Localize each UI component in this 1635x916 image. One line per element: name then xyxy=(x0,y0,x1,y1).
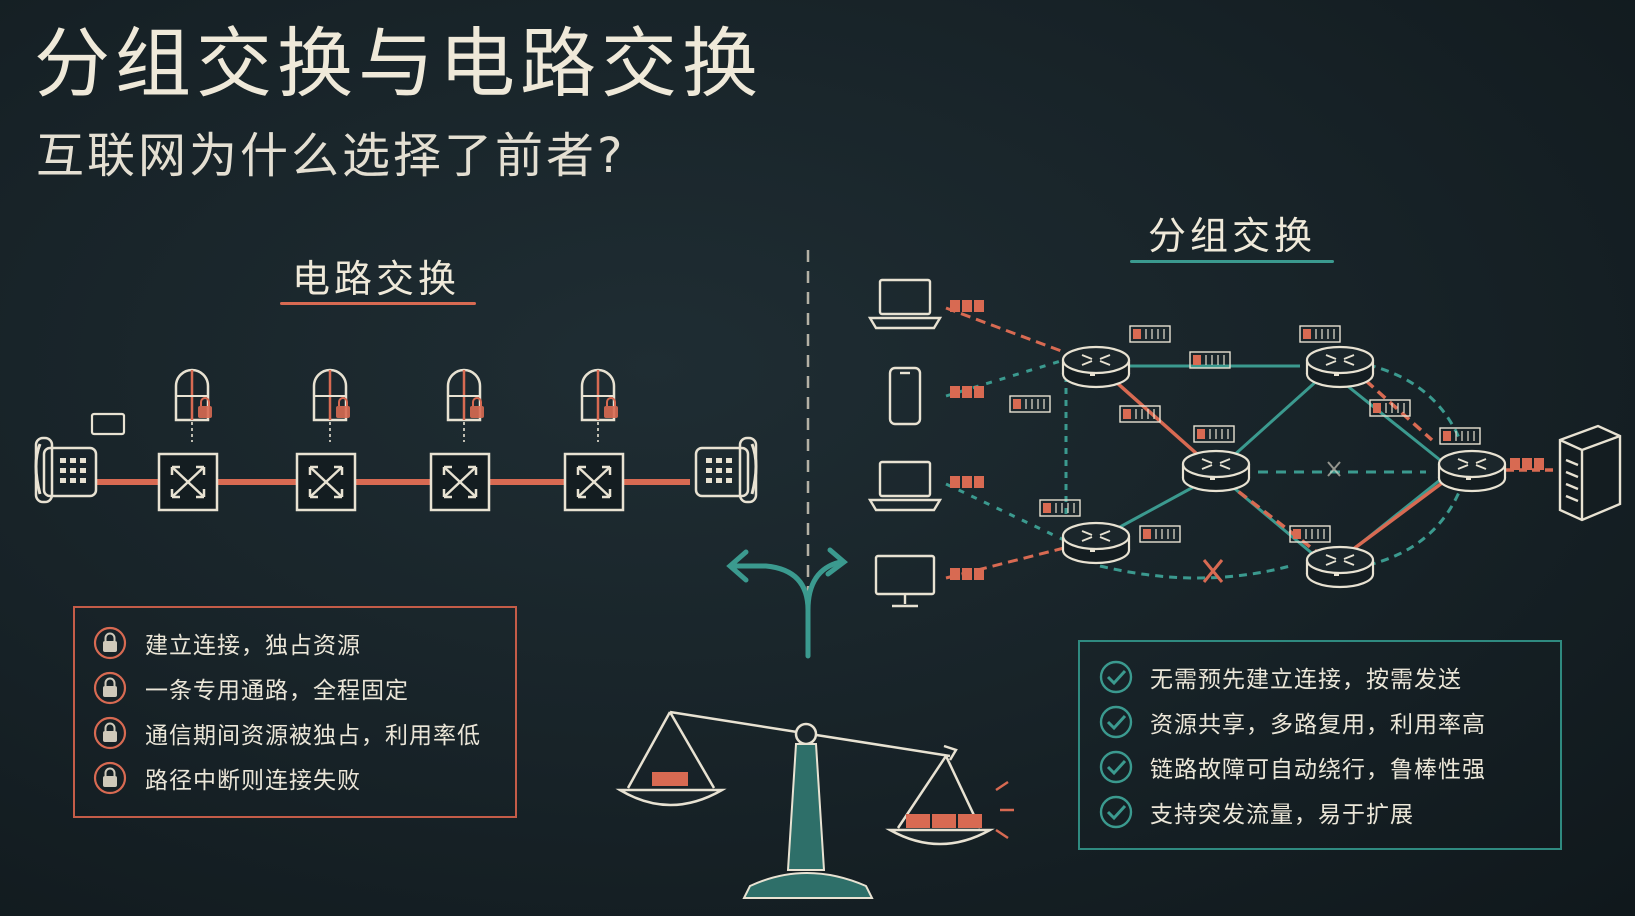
cross-mark-icon xyxy=(1327,461,1341,477)
check-circle-icon xyxy=(1099,705,1133,738)
balance-scale-icon xyxy=(615,710,1014,899)
circuit-switching-title: 电路交换 xyxy=(292,257,461,301)
circuit-title-underline xyxy=(280,302,476,305)
packet-diagram xyxy=(867,278,1622,608)
check-circle-icon xyxy=(1099,660,1133,693)
router-icon xyxy=(1181,449,1251,493)
packet-switching-title: 分组交换 xyxy=(1148,214,1317,258)
packet-queue xyxy=(1193,425,1235,443)
crossbar-switch-icon xyxy=(295,452,357,512)
packet-queue xyxy=(1009,395,1051,413)
packet-queue xyxy=(1299,325,1341,343)
locked-gate-icon xyxy=(446,368,486,444)
laptop-icon xyxy=(867,460,943,512)
router-icon xyxy=(1061,345,1131,389)
lock-icon xyxy=(93,716,127,749)
packet-point-text: 链路故障可自动绕行，鲁棒性强 xyxy=(1150,756,1486,783)
subtitle: 互联网为什么选择了前者? xyxy=(36,128,626,184)
cross-mark-icon xyxy=(1202,559,1224,583)
locked-gate-icon xyxy=(312,368,352,444)
circuit-point-text: 通信期间资源被独占，利用率低 xyxy=(145,722,481,749)
telephone-icon xyxy=(34,412,126,504)
router-icon xyxy=(1305,345,1375,389)
packet-group xyxy=(950,300,984,312)
router-icon xyxy=(1305,545,1375,589)
smartphone-icon xyxy=(888,366,922,426)
crossbar-switch-icon xyxy=(157,452,219,512)
list-item: 建立连接，独占资源 xyxy=(93,620,497,665)
packet-switching-panel: 无需预先建立连接，按需发送 资源共享，多路复用，利用率高 链路故障可自动绕行，鲁… xyxy=(1078,640,1562,850)
check-circle-icon xyxy=(1099,750,1133,783)
circuit-point-text: 一条专用通路，全程固定 xyxy=(145,677,409,704)
laptop-icon xyxy=(867,278,943,330)
list-item: 链路故障可自动绕行，鲁棒性强 xyxy=(1098,744,1542,789)
server-icon xyxy=(1558,424,1622,522)
circuit-switching-panel: 建立连接，独占资源 一条专用通路，全程固定 通信期间资源被独占，利用率低 路径中… xyxy=(73,606,517,818)
device-links xyxy=(945,306,1065,580)
locked-gate-icon xyxy=(580,368,620,444)
main-title: 分组交换与电路交换 xyxy=(34,19,763,108)
list-item: 支持突发流量，易于扩展 xyxy=(1098,789,1542,834)
packet-queue xyxy=(1439,427,1481,445)
packet-queue xyxy=(1119,405,1161,423)
list-item: 路径中断则连接失败 xyxy=(93,755,497,800)
packet-group xyxy=(950,568,984,580)
packet-group xyxy=(950,386,984,398)
packet-queue xyxy=(1129,325,1171,343)
list-item: 资源共享，多路复用，利用率高 xyxy=(1098,699,1542,744)
circuit-point-text: 路径中断则连接失败 xyxy=(145,767,361,794)
locked-gate-icon xyxy=(174,368,214,444)
circuit-diagram xyxy=(34,368,758,512)
router-icon xyxy=(1437,449,1507,493)
monitor-icon xyxy=(874,554,936,608)
router-icon xyxy=(1061,521,1131,565)
packet-queue xyxy=(1139,525,1181,543)
fork-arrow-icon xyxy=(726,547,848,659)
crossbar-switch-icon xyxy=(563,452,625,512)
circuit-point-text: 建立连接，独占资源 xyxy=(145,632,361,659)
crossbar-switch-icon xyxy=(429,452,491,512)
packet-queue xyxy=(1039,499,1081,517)
lock-icon xyxy=(93,626,127,659)
list-item: 通信期间资源被独占，利用率低 xyxy=(93,710,497,755)
packet-group xyxy=(1510,458,1544,470)
lock-icon xyxy=(93,671,127,704)
packet-point-text: 无需预先建立连接，按需发送 xyxy=(1150,666,1462,693)
check-circle-icon xyxy=(1099,795,1133,828)
list-item: 一条专用通路，全程固定 xyxy=(93,665,497,710)
lock-icon xyxy=(93,761,127,794)
list-item: 无需预先建立连接，按需发送 xyxy=(1098,654,1542,699)
packet-point-text: 资源共享，多路复用，利用率高 xyxy=(1150,711,1486,738)
packet-title-underline xyxy=(1130,260,1334,263)
packet-point-text: 支持突发流量，易于扩展 xyxy=(1150,801,1414,828)
packet-group xyxy=(950,476,984,488)
